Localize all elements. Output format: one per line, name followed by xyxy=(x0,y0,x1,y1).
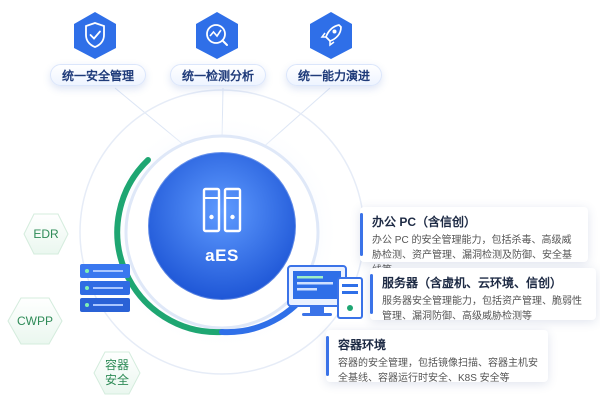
feature-label-2: 统一检测分析 xyxy=(170,64,266,86)
card-title: 容器环境 xyxy=(338,338,387,352)
card-desc: 服务器安全管理能力，包括资产管理、脆弱性管理、漏洞防御、高级威胁检测等 xyxy=(382,296,582,322)
card-office-pc: 办公 PC（含信创） 办公 PC 的安全管理能力，包括杀毒、高级威胁检测、资产管… xyxy=(360,207,588,276)
card-server: 服务器（含虚机、云环境、信创） 服务器安全管理能力，包括资产管理、脆弱性管理、漏… xyxy=(370,268,596,322)
center-label: aES xyxy=(205,246,239,265)
badge-cwpp: CWPP xyxy=(17,313,53,328)
server-rack-icon xyxy=(202,187,242,233)
feature-label-3: 统一能力演进 xyxy=(286,64,382,86)
monitor-icon xyxy=(287,265,363,319)
feature-label-1: 统一安全管理 xyxy=(50,64,146,86)
card-desc: 容器的安全管理，包括镜像扫描、容器主机安全基线、容器运行时安全、K8S 安全等 xyxy=(338,358,538,384)
shield-check-icon xyxy=(74,12,116,59)
badge-edr: EDR xyxy=(33,226,59,241)
card-title: 服务器（含虚机、云环境、信创） xyxy=(382,276,563,290)
rocket-icon xyxy=(310,12,352,59)
container-security-hexagon xyxy=(93,351,141,395)
card-title: 办公 PC（含信创） xyxy=(372,215,477,229)
server-stack-icon xyxy=(80,264,130,312)
center-disc xyxy=(148,152,296,300)
cwpp-hexagon xyxy=(7,297,63,345)
magnifier-chart-icon xyxy=(196,12,238,59)
edr-hexagon xyxy=(23,213,69,255)
badge-container-security: 容器 安全 xyxy=(104,358,129,387)
card-container: 容器环境 容器的安全管理，包括镜像扫描、容器主机安全基线、容器运行时安全、K8S… xyxy=(326,330,548,384)
